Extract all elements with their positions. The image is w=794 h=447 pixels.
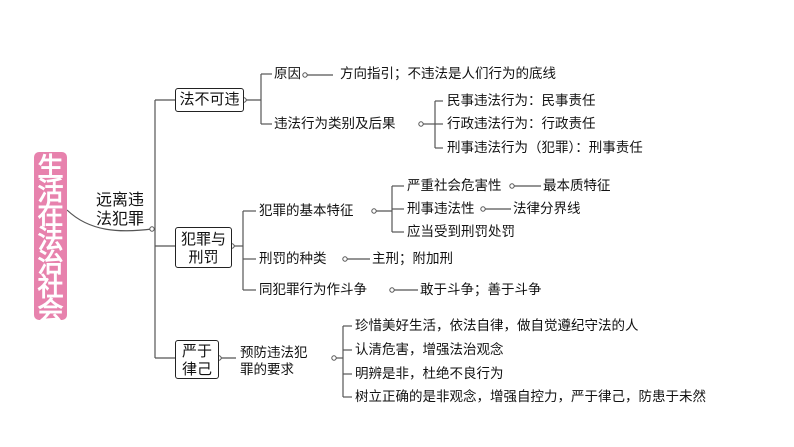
s1-cause-label: 原因 [274, 66, 301, 82]
main-branch-line2: 法犯罪 [96, 209, 145, 228]
s3-item: 珍惜美好生活，依法自律，做自觉遵纪守法的人 [355, 318, 639, 334]
root-char: 在 [37, 201, 64, 231]
main-branch-label: 远离违 法犯罪 [96, 190, 144, 228]
section3-title-line1: 严于 [181, 342, 212, 360]
root-char: 社 [37, 273, 64, 303]
main-branch-line1: 远离违 [96, 190, 145, 209]
section2-title-box: 犯罪与 刑罚 [175, 227, 232, 268]
s2-fight-value: 敢于斗争；善于斗争 [420, 282, 542, 298]
s2-punish-label: 刑罚的种类 [259, 251, 327, 267]
s2-fight-label: 同犯罪行为作斗争 [259, 282, 367, 298]
s1-cause-value: 方向指引；不违法是人们行为的底线 [340, 66, 556, 82]
s3-item: 树立正确的是非观念，增强自控力，严于律己，防患于未然 [355, 389, 706, 405]
s1-type-item: 行政违法行为：行政责任 [447, 116, 596, 132]
s3-requirements-label: 预防违法犯 罪的要求 [240, 345, 308, 379]
s2-feature1-label: 严重社会危害性 [407, 178, 502, 194]
root-char: 法 [37, 225, 64, 255]
root-char: 治 [37, 249, 64, 279]
root-char: 会 [37, 297, 64, 327]
s2-feature3-label: 应当受到刑罚处罚 [407, 224, 515, 240]
section2-title-line1: 犯罪与 [180, 230, 226, 248]
section1-title: 法不可违 [179, 90, 240, 108]
s1-types-label: 违法行为类别及后果 [274, 116, 396, 132]
s2-punish-value: 主刑；附加刑 [372, 251, 453, 267]
section3-title-line2: 律己 [181, 360, 212, 378]
s3-item: 明辨是非，杜绝不良行为 [355, 366, 504, 382]
s1-type-item: 刑事违法行为（犯罪）：刑事责任 [447, 140, 643, 156]
s3-req-line2: 罪的要求 [240, 362, 294, 378]
root-char: 活 [37, 177, 64, 207]
root-topic: 生 活 在 法 治 社 会 [34, 152, 67, 325]
s3-item: 认清危害，增强法治观念 [355, 342, 504, 358]
section2-title-line2: 刑罚 [188, 248, 219, 266]
s2-feature2-value: 法律分界线 [513, 201, 581, 217]
s3-req-line1: 预防违法犯 [240, 345, 308, 361]
root-char: 生 [37, 153, 64, 183]
section3-title-box: 严于 律己 [175, 340, 219, 379]
s2-features-label: 犯罪的基本特征 [259, 203, 354, 219]
s2-feature1-value: 最本质特征 [543, 178, 611, 194]
section1-title-box: 法不可违 [175, 88, 244, 112]
s2-feature2-label: 刑事违法性 [407, 201, 475, 217]
s1-type-item: 民事违法行为：民事责任 [447, 93, 596, 109]
